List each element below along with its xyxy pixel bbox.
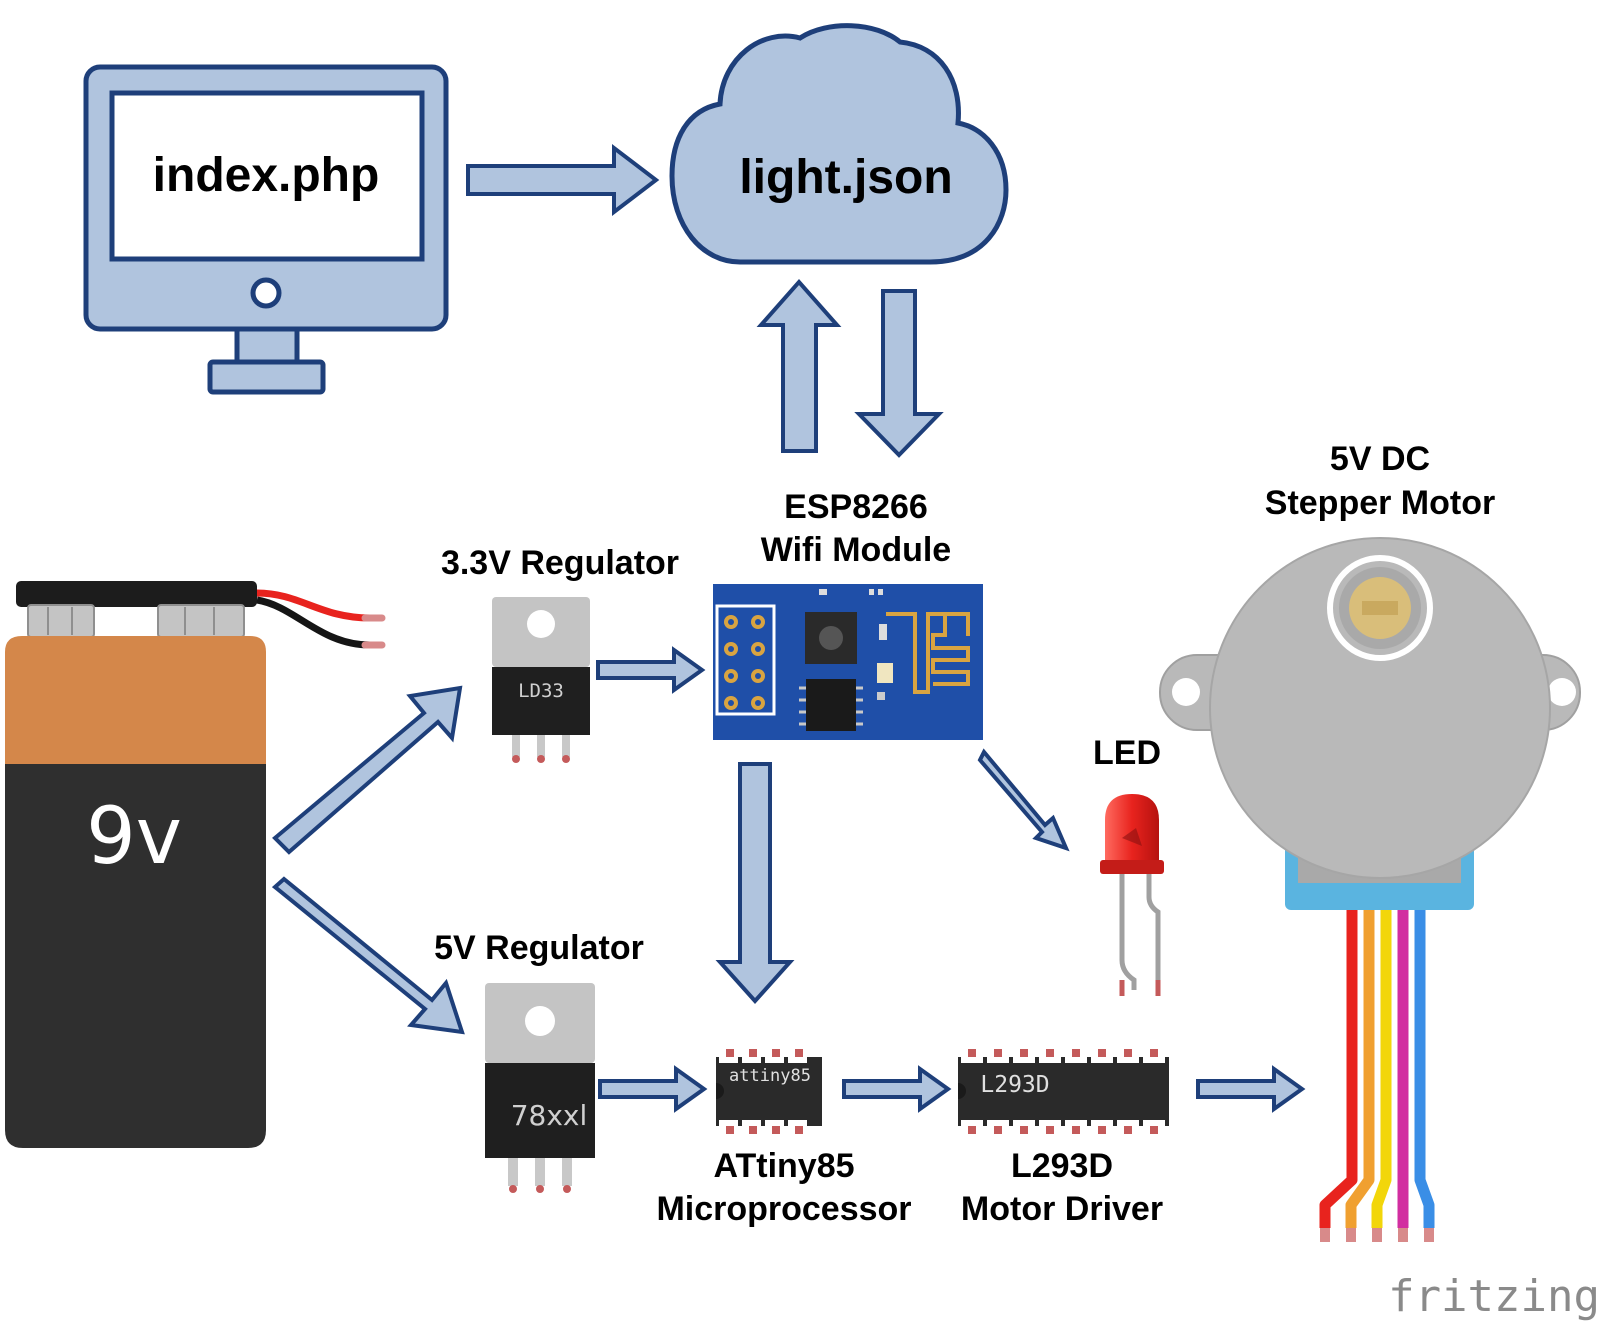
monitor-screen-text: index.php [153, 149, 380, 202]
arrow-battery-to-33v-regulator [272, 685, 463, 855]
voltage-regulator-icon [485, 983, 595, 1193]
arrow-attiny-to-l293d [842, 1065, 952, 1113]
arrow-monitor-to-cloud [466, 143, 660, 217]
esp8266-board-icon [713, 584, 983, 740]
arrow-l293d-to-motor [1196, 1065, 1306, 1113]
arrow-battery-to-5v-regulator [271, 876, 465, 1035]
led-icon [1100, 794, 1164, 996]
attiny-chip-text: attiny85 [729, 1066, 811, 1086]
battery-label: 9v [86, 792, 182, 882]
attiny-title-line1: ATtiny85 [713, 1147, 854, 1185]
fritzing-watermark: fritzing [1388, 1271, 1600, 1322]
l293d-chip-text: L293D [980, 1072, 1049, 1098]
voltage-regulator-icon [492, 597, 590, 763]
esp-title-line1: ESP8266 [784, 488, 928, 526]
arrow-33v-regulator-to-esp [596, 646, 706, 694]
cloud-icon [669, 23, 1009, 265]
arrow-cloud-to-esp [854, 289, 944, 458]
regulator-33-chip-text: LD33 [518, 680, 564, 702]
arrow-5v-regulator-to-attiny [598, 1065, 708, 1113]
regulator-33-title: 3.3V Regulator [441, 544, 679, 582]
stepper-motor-icon [1159, 537, 1581, 1242]
arrow-esp-to-led [977, 748, 1070, 852]
arrow-esp-to-cloud [756, 278, 842, 453]
l293d-title-line2: Motor Driver [961, 1190, 1163, 1228]
battery-icon [5, 581, 386, 1148]
cloud-text: light.json [739, 151, 952, 204]
esp-title-line2: Wifi Module [761, 531, 951, 569]
attiny-title-line2: Microprocessor [656, 1190, 911, 1228]
monitor-icon [83, 64, 449, 395]
ic-chip-icon [716, 1049, 822, 1134]
regulator-5-title: 5V Regulator [434, 929, 644, 967]
motor-title-line2: Stepper Motor [1265, 484, 1495, 522]
ic-chip-icon [958, 1049, 1169, 1134]
l293d-title-line1: L293D [1011, 1147, 1113, 1185]
regulator-5-chip-text: 78xxl [511, 1099, 588, 1132]
led-title: LED [1093, 734, 1161, 772]
motor-title-line1: 5V DC [1330, 440, 1430, 478]
arrow-esp-to-attiny [715, 762, 795, 1004]
